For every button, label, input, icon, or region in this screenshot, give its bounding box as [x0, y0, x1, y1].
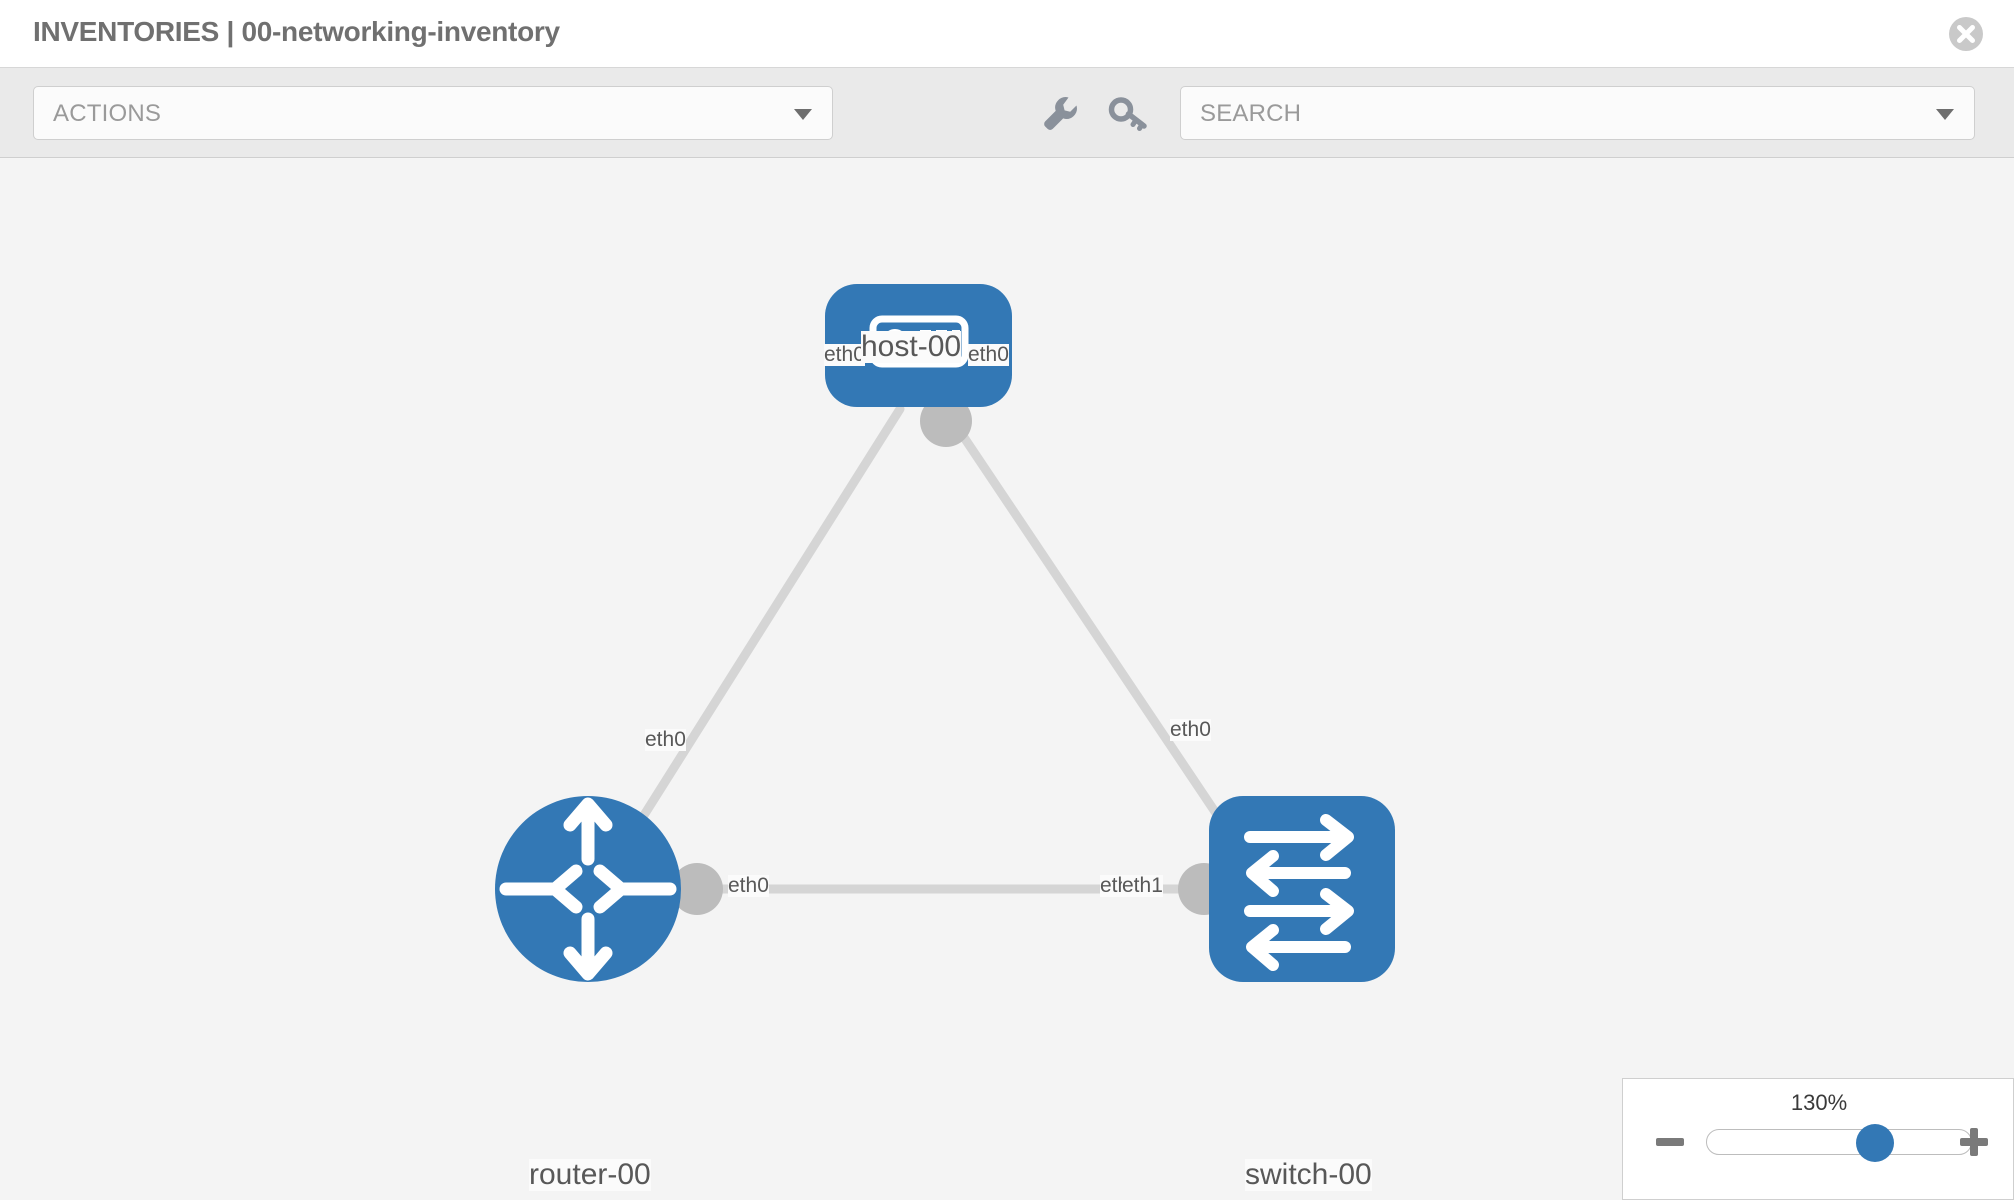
chevron-down-icon[interactable]: [1936, 109, 1954, 120]
connectors-layer: [671, 395, 1263, 915]
minus-icon[interactable]: [1653, 1125, 1687, 1159]
iface-label-switch-router-eth1: eth1: [1122, 874, 1163, 898]
actions-dropdown[interactable]: ACTIONS: [33, 86, 833, 140]
links-layer: [595, 404, 1255, 894]
search-input[interactable]: SEARCH: [1180, 86, 1975, 140]
iface-label-router-switch: eth0: [728, 874, 769, 898]
iface-label-host-switch: eth0: [968, 343, 1009, 367]
connector-dot: [671, 863, 723, 915]
topology-graph: [495, 284, 1395, 982]
iface-label-host-router: eth0: [824, 343, 865, 367]
plus-icon[interactable]: [1957, 1125, 1991, 1159]
zoom-control-panel: 130%: [1622, 1078, 2014, 1200]
page-title: INVENTORIES | 00-networking-inventory: [33, 16, 560, 47]
actions-dropdown-label: ACTIONS: [53, 100, 162, 127]
link-host-router: [595, 404, 905, 890]
node-label-host-00: host-00: [861, 330, 962, 363]
node-switch-00: [1209, 796, 1395, 982]
key-icon[interactable]: [1103, 88, 1153, 138]
close-icon[interactable]: [1946, 14, 1986, 54]
connector-dot: [920, 395, 972, 447]
chevron-down-icon: [794, 109, 812, 120]
iface-label-switch-host: eth0: [1170, 718, 1211, 742]
search-placeholder: SEARCH: [1200, 100, 1302, 127]
node-label-switch-00: switch-00: [1245, 1158, 1372, 1191]
link-host-switch: [940, 404, 1255, 869]
topology-canvas[interactable]: eth0 host-00 eth0 eth0 eth0 eth0 eth0 et…: [0, 159, 2014, 1200]
zoom-slider[interactable]: [1706, 1124, 1972, 1162]
zoom-slider-thumb[interactable]: [1855, 1124, 1894, 1162]
page-header: INVENTORIES | 00-networking-inventory: [0, 0, 2014, 68]
toolbar: ACTIONS SEARCH: [0, 68, 2014, 158]
iface-label-router-host: eth0: [645, 728, 686, 752]
wrench-icon[interactable]: [1035, 88, 1085, 138]
node-label-router-00: router-00: [529, 1158, 651, 1191]
node-router-00: [495, 796, 681, 982]
zoom-percent-label: 130%: [1790, 1090, 1848, 1115]
